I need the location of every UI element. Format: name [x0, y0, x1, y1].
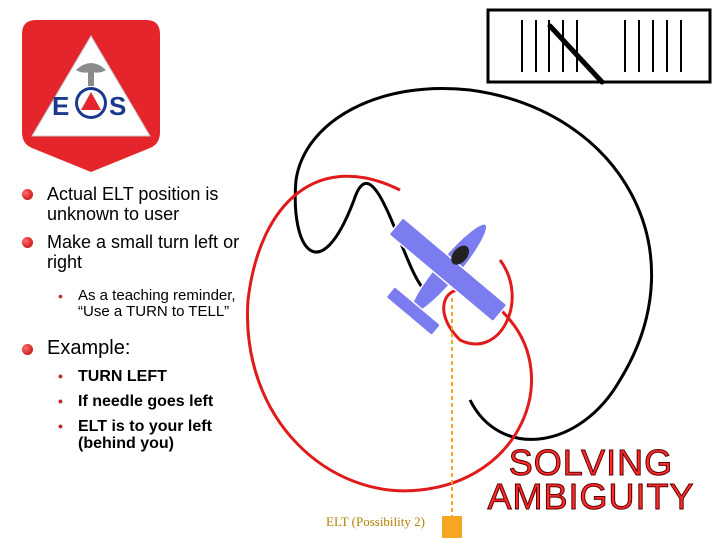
sub-bullet-dot-icon: • [58, 288, 63, 304]
bullet-item-2: Make a small turn left or right [22, 232, 252, 272]
bullet-text-2: Make a small turn left or right [47, 232, 240, 272]
bullet-item-3: Example: [22, 338, 252, 358]
sub-bullet-1: • TURN LEFT [22, 368, 252, 385]
sub-bullet-2: • If needle goes left [22, 393, 252, 410]
sub-bullet-3: • ELT is to your left (behind you) [22, 418, 252, 452]
sub-bullet-text-teaching: As a teaching reminder, “Use a TURN to T… [78, 287, 236, 320]
airplane-icon [385, 184, 508, 336]
title-line-2: AMBIGUITY [487, 476, 695, 517]
bullet-item-1: Actual ELT position is unknown to user [22, 184, 252, 224]
bullet-marker-icon [22, 344, 33, 355]
needle-indicator-icon [486, 8, 712, 85]
elt-label: ELT (Possibility 2) [326, 514, 425, 529]
sub-bullet-dot-icon: • [58, 393, 63, 409]
sub-bullet-text-1: TURN LEFT [78, 368, 167, 385]
sub-bullet-text-3: ELT is to your left (behind you) [78, 418, 212, 452]
bullet-text-1: Actual ELT position is unknown to user [47, 184, 219, 224]
logo-letter-s: S [109, 91, 126, 121]
sub-bullet-dot-icon: • [58, 368, 63, 384]
sub-bullet-text-2: If needle goes left [78, 393, 214, 410]
bullet-text-3: Example: [47, 337, 131, 359]
red-flight-path [246, 174, 534, 493]
bullet-marker-icon [22, 189, 33, 200]
sub-bullet-dot-icon: • [58, 418, 63, 434]
ces-emblem-icon: E S [52, 63, 126, 121]
title-line-1: SOLVING [508, 442, 674, 483]
sub-bullet-teaching: • As a teaching reminder, “Use a TURN to… [22, 288, 252, 320]
bullet-marker-icon [22, 237, 33, 248]
bullet-list: Actual ELT position is unknown to user M… [22, 184, 252, 460]
black-flight-path [293, 87, 654, 441]
elt-marker-icon [442, 516, 462, 538]
slide-title: SOLVING AMBIGUITY [486, 442, 696, 517]
logo-letter-e: E [52, 91, 69, 121]
